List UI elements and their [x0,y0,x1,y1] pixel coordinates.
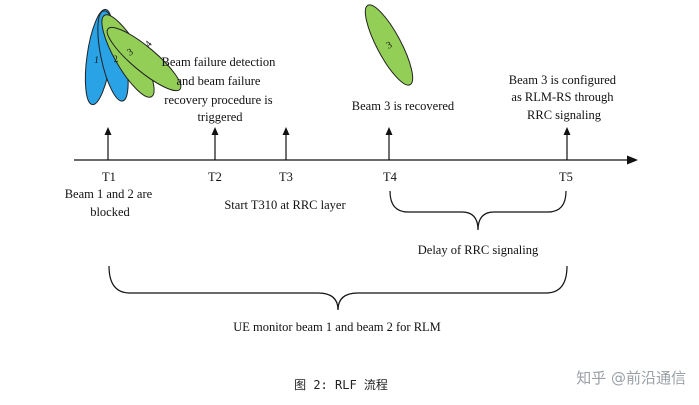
beam-2-label: 2 [112,54,119,66]
timeline-arrowhead [627,155,638,165]
beam-4 [106,26,182,92]
t3-event-description: Start T310 at RRC layer [224,198,346,212]
t5-label: T5 [559,170,573,184]
t2-event-description: Beam failure detection and beam failure … [162,55,279,124]
timeline-axis [74,155,638,165]
monitor-brace [108,265,568,311]
delay-label: Delay of RRC signaling [418,243,539,257]
beam-1-label: 1 [93,55,99,67]
t5-event-description: Beam 3 is configured as RLM-RS through R… [509,73,619,122]
beam-4-label: 4 [143,39,155,50]
delay-brace [389,190,567,231]
t1-label: T1 [102,170,116,184]
watermark: 知乎 @前沿通信 [576,369,686,387]
t5-arrow [563,127,571,160]
t4-arrow [385,127,393,160]
t1-arrow [104,127,112,160]
beam-3-recovered [364,4,414,86]
event-arrows [104,127,571,160]
recovered-beam-group: 3 [364,4,414,86]
t2-arrow [211,127,219,160]
t3-arrow [282,127,290,160]
figure-caption: 图 2: RLF 流程 [294,377,388,392]
beam-3-label: 3 [125,47,135,59]
t2-label: T2 [208,170,222,184]
beam-group-t1: 1 2 3 4 [84,8,182,106]
t3-label: T3 [279,170,293,184]
monitor-label: UE monitor beam 1 and beam 2 for RLM [233,320,441,334]
t1-event-description: Beam 1 and 2 are blocked [65,187,156,219]
t4-event-description: Beam 3 is recovered [352,99,455,113]
t4-label: T4 [383,170,398,184]
beam-3-recovered-label: 3 [384,40,394,52]
